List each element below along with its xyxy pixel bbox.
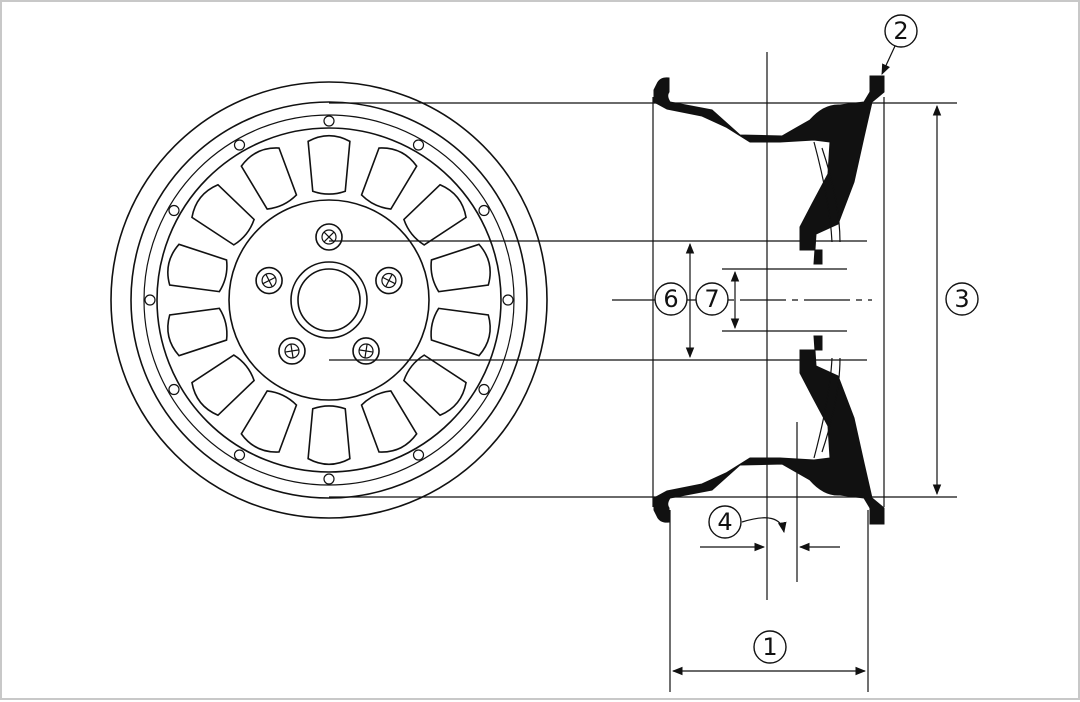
svg-text:2: 2	[893, 17, 908, 45]
callout-2: 2	[884, 14, 918, 48]
wheel-side-section	[612, 52, 885, 692]
callout-7: 7	[695, 282, 729, 316]
rim-bolt	[478, 383, 490, 396]
spoke-window	[191, 354, 255, 417]
spoke-window	[240, 390, 298, 453]
svg-text:1: 1	[762, 633, 777, 661]
spoke-window	[360, 147, 418, 210]
spoke-windows	[167, 134, 491, 466]
rim-bolt	[323, 115, 335, 127]
rim-bolt	[233, 139, 246, 151]
lug-nut	[352, 337, 380, 365]
rim-section-bottom	[653, 335, 885, 525]
spoke-window	[307, 134, 351, 195]
lug-nut	[375, 266, 403, 295]
center-bore-inner	[297, 268, 361, 332]
rim-outer-circle	[130, 101, 528, 499]
rim-lip-circle	[143, 114, 515, 486]
rim-bolt	[144, 294, 156, 306]
spoke-window	[402, 354, 467, 417]
center-bore-outer	[290, 261, 368, 339]
lug-nut	[278, 337, 306, 365]
rim-bolt	[478, 204, 490, 217]
rim-bolt	[168, 383, 180, 396]
rim-bolt	[412, 449, 425, 461]
dimension-lines	[671, 45, 942, 676]
lug-nut	[255, 266, 283, 295]
callout-3: 3	[945, 282, 979, 316]
rim-bolt	[323, 473, 335, 485]
spoke-window	[191, 183, 256, 246]
hub-circle	[228, 199, 430, 401]
callout-4: 4	[708, 505, 742, 539]
rim-bolt	[233, 449, 246, 461]
spoke-window	[360, 390, 418, 453]
svg-text:6: 6	[663, 285, 678, 313]
tire-outer-circle	[110, 81, 548, 519]
lug-nut	[315, 223, 343, 251]
callout-6: 6	[654, 282, 688, 316]
svg-text:4: 4	[717, 508, 732, 536]
svg-text:3: 3	[954, 285, 969, 313]
rim-section-top	[653, 75, 885, 265]
spoke-window	[430, 243, 491, 293]
rim-bolt	[502, 294, 514, 306]
spoke-window	[430, 307, 491, 357]
spoke-window	[167, 307, 228, 357]
rim-bolt-ring	[144, 115, 514, 485]
lug-nuts	[255, 223, 403, 365]
svg-text:7: 7	[704, 285, 719, 313]
spoke-window	[307, 405, 351, 466]
spoke-window	[403, 183, 467, 246]
wheel-front-view	[110, 81, 548, 519]
callout-1: 1	[753, 630, 787, 664]
rim-bolt	[412, 139, 425, 151]
spoke-window	[167, 243, 228, 293]
rim-inner-circle	[156, 127, 502, 473]
spoke-window	[240, 147, 298, 210]
rim-bolt	[168, 204, 180, 217]
